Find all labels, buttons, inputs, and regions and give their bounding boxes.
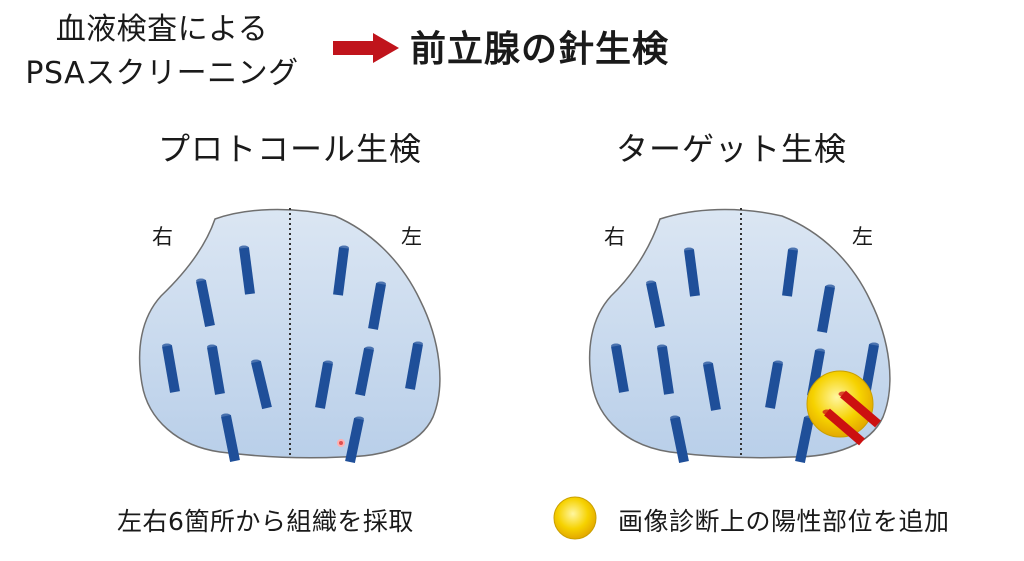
biopsy-needle xyxy=(368,281,386,330)
biopsy-needle xyxy=(703,361,721,411)
header-left-line2: PSAスクリーニング xyxy=(25,56,299,91)
biopsy-needle xyxy=(684,247,700,297)
biopsy-needle xyxy=(646,280,665,329)
left-side-label: 左 xyxy=(852,225,873,249)
biopsy-needle xyxy=(345,416,364,464)
left-side-label: 左 xyxy=(401,225,422,249)
biopsy-needle xyxy=(405,341,423,390)
header-left-line1: 血液検査による xyxy=(55,12,269,47)
right-side-label: 右 xyxy=(152,225,173,249)
biopsy-needle xyxy=(333,245,349,296)
right-side-label: 右 xyxy=(604,225,625,249)
biopsy-needle xyxy=(657,344,674,395)
lesion-circle xyxy=(806,370,874,438)
biopsy-needle xyxy=(162,343,180,393)
biopsy-needle xyxy=(239,245,255,295)
header-psa-screening: 血液検査による PSAスクリーニング xyxy=(12,8,312,96)
biopsy-needle xyxy=(765,360,783,409)
biopsy-needle xyxy=(782,247,798,297)
biopsy-needle xyxy=(315,360,333,409)
target-needle xyxy=(822,408,865,446)
right-arrow-icon xyxy=(333,33,399,63)
cursor-marker xyxy=(337,439,345,447)
protocol-biopsy-title: プロトコール生検 xyxy=(158,130,423,168)
yellow-circle-icon xyxy=(553,496,597,540)
biopsy-needle xyxy=(817,284,835,333)
biopsy-needle xyxy=(221,413,240,462)
target-needle xyxy=(838,390,881,428)
target-caption: 画像診断上の陽性部位を追加 xyxy=(618,507,950,536)
header-needle-biopsy: 前立腺の針生検 xyxy=(410,29,670,70)
biopsy-needle xyxy=(611,343,629,393)
protocol-diagram: 右 左 xyxy=(138,208,441,464)
target-biopsy-title: ターゲット生検 xyxy=(616,130,848,168)
biopsy-needle xyxy=(355,346,374,396)
biopsy-needle xyxy=(251,359,272,410)
target-diagram: 右 左 xyxy=(588,208,891,464)
biopsy-needle xyxy=(670,415,689,464)
biopsy-needle xyxy=(207,344,225,395)
protocol-caption: 左右6箇所から組織を採取 xyxy=(117,507,414,536)
biopsy-needle xyxy=(196,278,215,327)
biopsy-needle xyxy=(861,342,879,391)
